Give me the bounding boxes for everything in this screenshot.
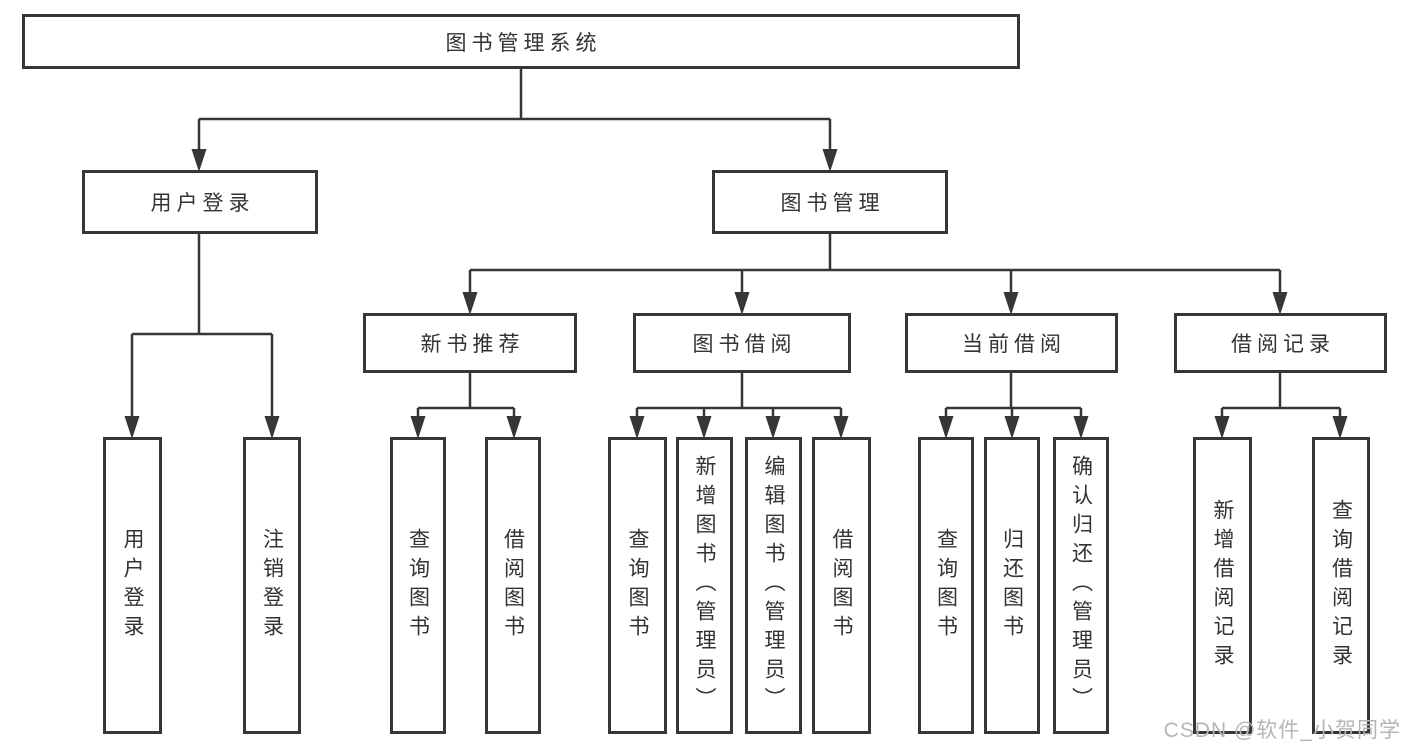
leaf-recommend-query-books-label: 查询图书 (406, 527, 430, 644)
node-current-borrow: 当前借阅 (905, 313, 1118, 373)
node-book-management: 图书管理 (712, 170, 948, 234)
arrowheads (124, 149, 1348, 439)
connector-borrow-records (1220, 373, 1342, 420)
node-book-borrow-label: 图书借阅 (692, 333, 797, 356)
connector-user-login (130, 234, 274, 420)
csdn-watermark: CSDN @软件_小贺同学 (1163, 719, 1401, 742)
node-borrow-records-label: 借阅记录 (1231, 333, 1335, 356)
leaf-records-add-record-label: 新增借阅记录 (1211, 498, 1234, 673)
node-borrow-records: 借阅记录 (1174, 313, 1387, 373)
leaf-borrow-add-books-admin: 新增图书（管理员） (676, 437, 733, 734)
connector-new-book-recommend (416, 373, 516, 420)
node-root-system: 图书管理系统 (22, 14, 1020, 69)
node-book-management-label: 图书管理 (780, 192, 885, 215)
leaf-current-return-books-label: 归还图书 (1000, 527, 1024, 644)
leaf-logout-label: 注销登录 (260, 527, 284, 644)
leaf-recommend-borrow-books-label: 借阅图书 (501, 527, 525, 644)
connector-current-borrow (944, 373, 1083, 420)
node-new-book-recommend: 新书推荐 (363, 313, 577, 373)
leaf-records-add-record: 新增借阅记录 (1193, 437, 1252, 734)
node-book-borrow: 图书借阅 (633, 313, 851, 373)
connector-book-management (468, 234, 1282, 296)
connector-root (197, 69, 832, 152)
leaf-current-return-books: 归还图书 (984, 437, 1040, 734)
leaf-recommend-borrow-books: 借阅图书 (485, 437, 541, 734)
node-user-login: 用户登录 (82, 170, 318, 234)
connector-book-borrow (635, 373, 843, 420)
leaf-user-login: 用户登录 (103, 437, 162, 734)
leaf-borrow-borrow-books-label: 借阅图书 (830, 527, 853, 644)
leaf-borrow-borrow-books: 借阅图书 (812, 437, 871, 734)
leaf-recommend-query-books: 查询图书 (390, 437, 446, 734)
leaf-borrow-edit-books-admin-label: 编辑图书（管理员） (762, 455, 785, 716)
leaf-borrow-query-books-label: 查询图书 (626, 527, 649, 644)
leaf-current-query-books-label: 查询图书 (934, 527, 958, 644)
leaf-records-query-record-label: 查询借阅记录 (1329, 498, 1353, 673)
leaf-records-query-record: 查询借阅记录 (1312, 437, 1370, 734)
leaf-logout: 注销登录 (243, 437, 301, 734)
node-user-login-label: 用户登录 (150, 192, 255, 215)
node-new-book-recommend-label: 新书推荐 (420, 333, 525, 356)
leaf-user-login-label: 用户登录 (121, 527, 144, 644)
leaf-borrow-add-books-admin-label: 新增图书（管理员） (693, 455, 716, 716)
node-current-borrow-label: 当前借阅 (962, 333, 1066, 356)
leaf-current-query-books: 查询图书 (918, 437, 974, 734)
leaf-current-confirm-return-admin: 确认归还（管理员） (1053, 437, 1109, 734)
leaf-current-confirm-return-admin-label: 确认归还（管理员） (1069, 455, 1093, 716)
leaf-borrow-edit-books-admin: 编辑图书（管理员） (745, 437, 802, 734)
node-root-label: 图书管理系统 (445, 31, 602, 55)
leaf-borrow-query-books: 查询图书 (608, 437, 667, 734)
